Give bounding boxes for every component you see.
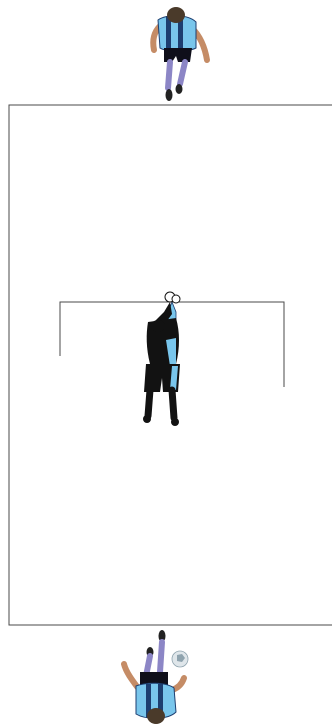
goalkeeper-left-leg: [148, 390, 150, 416]
goalkeeper: [143, 292, 180, 426]
striker-bottom-head: [147, 708, 165, 724]
striker-bottom-left-arm: [124, 664, 138, 688]
striker-bottom: [124, 630, 184, 724]
striker-top-right-boot: [176, 84, 183, 94]
goalkeeper-glove-right: [172, 295, 180, 303]
striker-top: [153, 7, 207, 101]
ball: [172, 651, 188, 667]
goalkeeper-right-boot: [171, 418, 179, 426]
goalkeeper-right-leg: [172, 390, 174, 418]
goalkeeper-head: [151, 320, 165, 332]
striker-top-right-leg: [180, 62, 185, 84]
striker-bottom-right-leg: [160, 642, 162, 672]
goalkeeper-left-boot: [143, 415, 151, 423]
striker-top-head: [167, 7, 185, 23]
striker-top-left-boot: [166, 89, 173, 101]
striker-top-left-leg: [168, 62, 170, 88]
